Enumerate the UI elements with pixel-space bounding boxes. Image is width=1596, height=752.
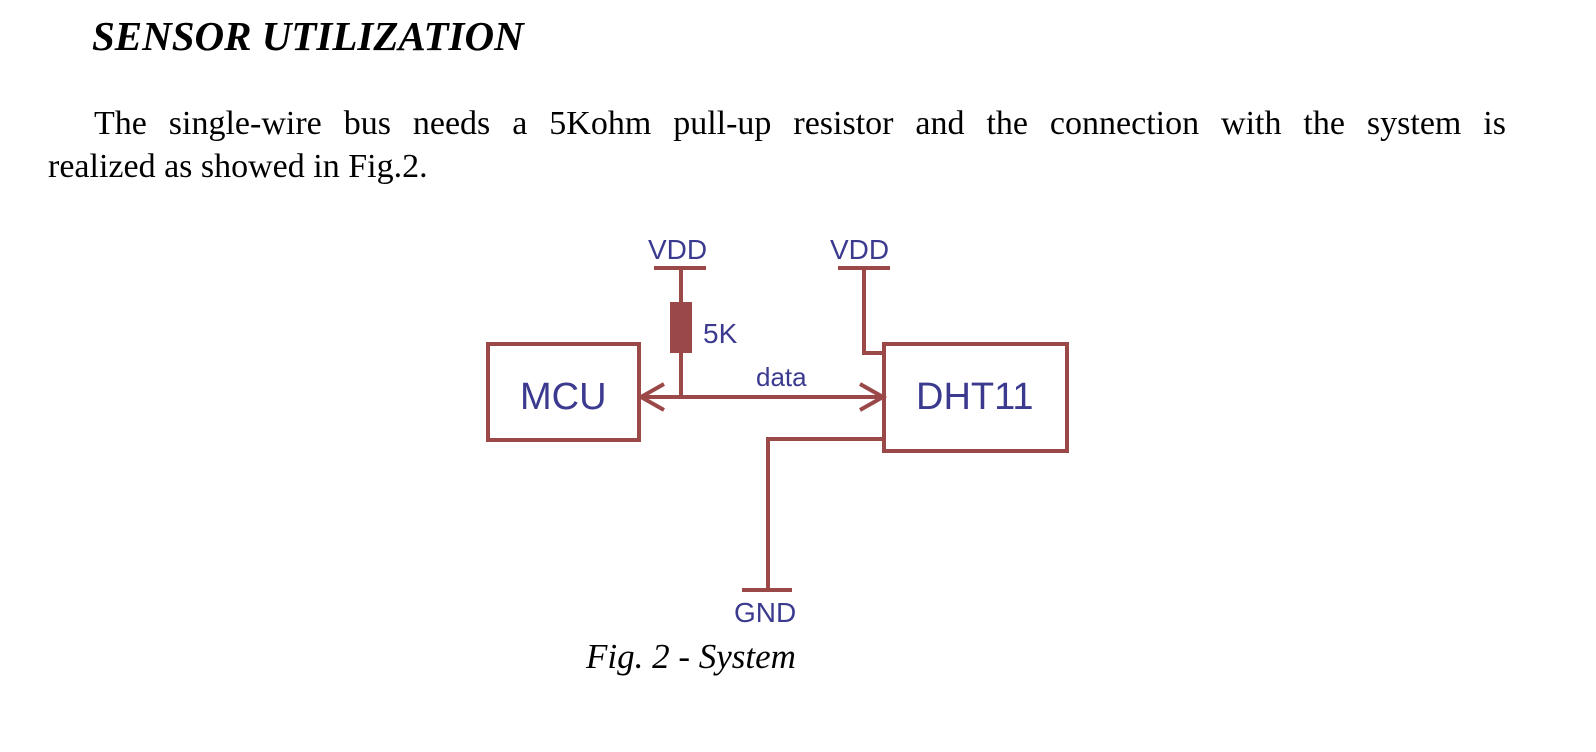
vdd-left-label: VDD — [648, 234, 707, 265]
body-paragraph: The single-wire bus needs a 5Kohm pull-u… — [48, 102, 1506, 188]
arrow-to-dht11 — [859, 382, 888, 412]
vdd-right-label: VDD — [830, 234, 889, 265]
mcu-box — [486, 342, 641, 442]
resistor-5k — [670, 302, 692, 353]
arrow-to-mcu — [636, 382, 665, 412]
mcu-label: MCU — [520, 376, 607, 418]
gnd-wire — [766, 437, 884, 590]
figure-caption: Fig. 2 - System — [586, 637, 796, 676]
paragraph-line-2: realized as showed in Fig.2. — [48, 148, 428, 185]
gnd-label: GND — [734, 597, 796, 628]
data-label: data — [756, 362, 807, 392]
section-heading: SENSOR UTILIZATION — [92, 13, 524, 59]
paragraph-line-1: The single-wire bus needs a 5Kohm pull-u… — [94, 105, 1506, 142]
dht11-label: DHT11 — [916, 376, 1034, 418]
resistor-label: 5K — [703, 318, 738, 349]
vdd-right-wire — [862, 268, 884, 355]
